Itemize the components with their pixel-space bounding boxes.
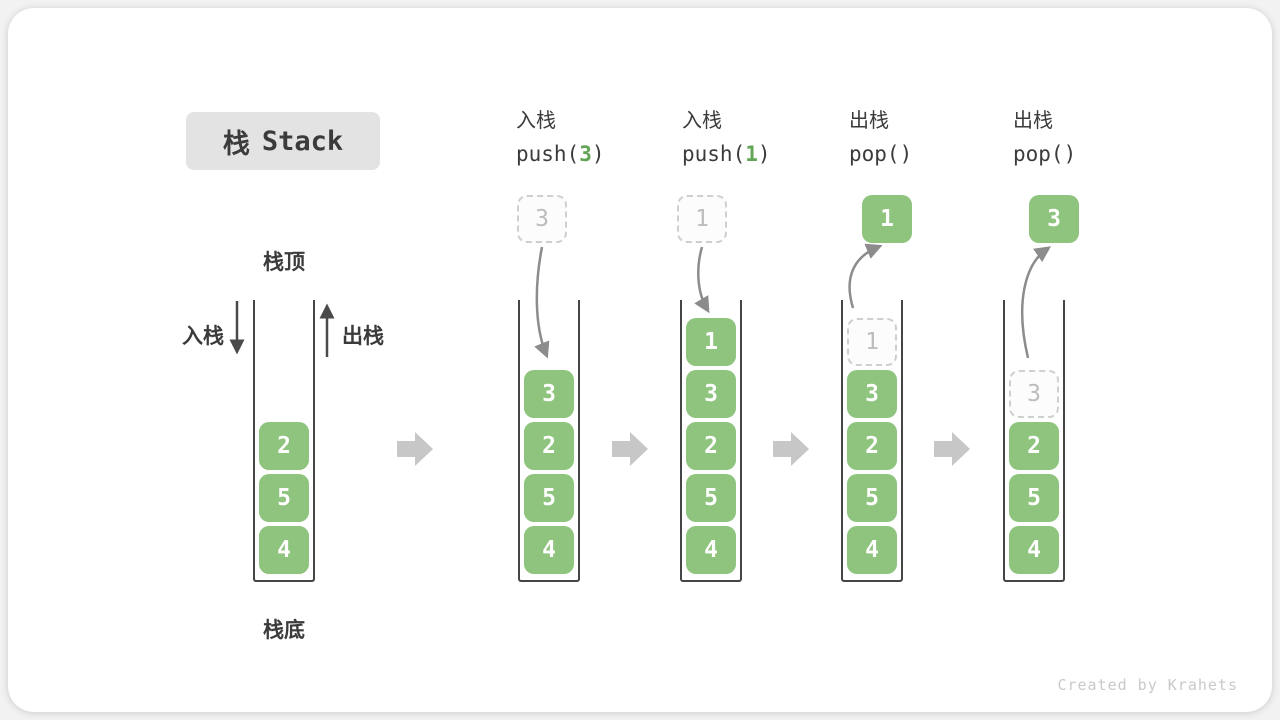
- operation-code: pop(): [1013, 142, 1077, 166]
- stack-box: 4: [1009, 526, 1059, 574]
- floating-popped-box: 3: [1029, 195, 1079, 243]
- operation-label-2: 入栈 push(3): [516, 104, 676, 166]
- stack-box: 4: [847, 526, 897, 574]
- stack-bottom-label: 栈底: [263, 619, 305, 642]
- stack-box: 5: [847, 474, 897, 522]
- stack-box: 4: [686, 526, 736, 574]
- operation-code: push(1): [682, 142, 771, 166]
- stack-box: 5: [1009, 474, 1059, 522]
- title-zh: 栈: [222, 128, 250, 159]
- operation-zh-label: 入栈: [682, 110, 722, 132]
- stack-box-ghost: 1: [847, 318, 897, 366]
- operation-zh-label: 出栈: [1013, 110, 1053, 132]
- stack-box-ghost: 3: [1009, 370, 1059, 418]
- watermark: Created by Krahets: [1057, 676, 1238, 694]
- floating-popped-box: 1: [862, 195, 912, 243]
- stack-box: 2: [847, 422, 897, 470]
- operation-zh-label: 入栈: [516, 110, 556, 132]
- operation-code-arg: 1: [745, 142, 758, 166]
- pop-side-label: 出栈: [342, 325, 384, 348]
- operation-label-5: 出栈 pop(): [1013, 104, 1173, 166]
- stack-box: 2: [1009, 422, 1059, 470]
- push-side-label: 入栈: [182, 325, 224, 348]
- floating-ghost-box: 1: [677, 195, 727, 243]
- stack-box: 3: [686, 370, 736, 418]
- stack-box: 4: [524, 526, 574, 574]
- operation-code: pop(): [849, 142, 913, 166]
- stack-box: 5: [524, 474, 574, 522]
- stack-box: 2: [259, 422, 309, 470]
- operation-label-3: 入栈 push(1): [682, 104, 842, 166]
- stack-box: 5: [259, 474, 309, 522]
- stack-box: 3: [847, 370, 897, 418]
- stack-box: 3: [524, 370, 574, 418]
- stack-top-label: 栈顶: [263, 251, 305, 274]
- stack-box: 1: [686, 318, 736, 366]
- title-en: Stack: [261, 125, 344, 157]
- stack-box: 4: [259, 526, 309, 574]
- operation-code-arg: 3: [579, 142, 592, 166]
- operation-zh-label: 出栈: [849, 110, 889, 132]
- floating-ghost-box: 3: [517, 195, 567, 243]
- title-badge: 栈 Stack: [186, 112, 380, 170]
- stack-box: 2: [686, 422, 736, 470]
- stack-box: 2: [524, 422, 574, 470]
- stack-box: 5: [686, 474, 736, 522]
- operation-code: push(3): [516, 142, 605, 166]
- operation-label-4: 出栈 pop(): [849, 104, 1009, 166]
